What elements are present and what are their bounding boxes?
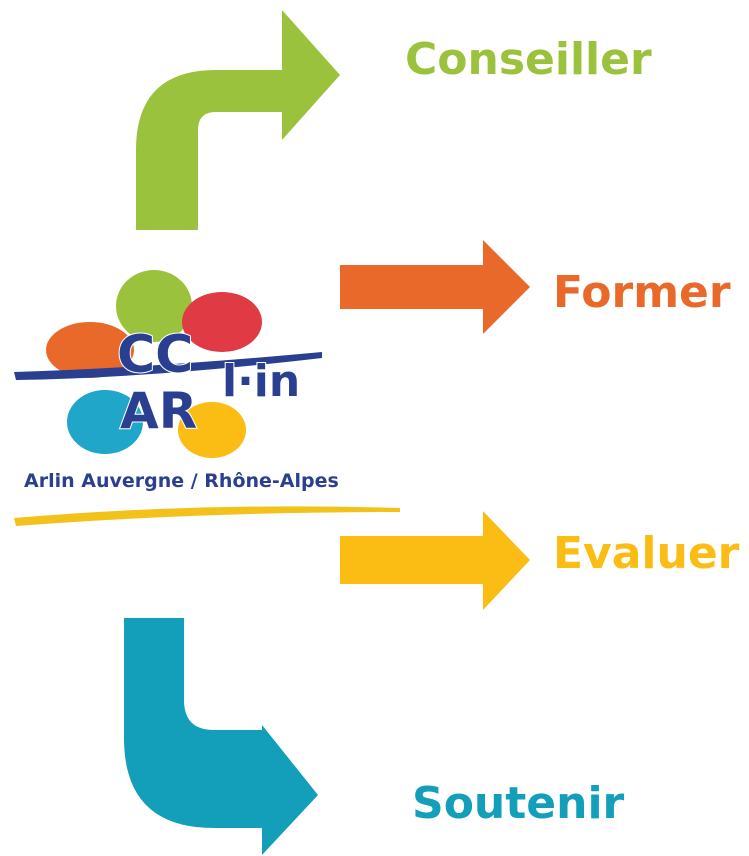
- logo-petal-blue: [67, 390, 143, 454]
- logo-petal-yellow: [178, 402, 246, 458]
- label-soutenir: Soutenir: [412, 778, 625, 829]
- former-arrow: [340, 240, 530, 334]
- label-conseiller: Conseiller: [405, 34, 652, 85]
- soutenir-arrow: [124, 618, 318, 855]
- logo-petal-orange: [46, 322, 134, 378]
- logo-letters-lin: l·in: [222, 356, 300, 407]
- logo-petal-red: [182, 292, 262, 352]
- evaluer-arrow: [340, 511, 530, 610]
- logo-letters-ar: AR: [120, 382, 197, 440]
- logo-yellow-stroke: [14, 506, 400, 526]
- label-evaluer: Evaluer: [553, 528, 740, 579]
- cclin-logo: CC l·in AR: [14, 270, 400, 526]
- conseiller-arrow: [136, 10, 340, 230]
- logo-blue-stroke: [14, 352, 322, 380]
- label-former: Former: [553, 267, 731, 318]
- logo-caption: Arlin Auvergne / Rhône-Alpes: [24, 470, 339, 492]
- logo-letters-cc: CC: [117, 325, 193, 385]
- logo-petal-green: [116, 270, 192, 342]
